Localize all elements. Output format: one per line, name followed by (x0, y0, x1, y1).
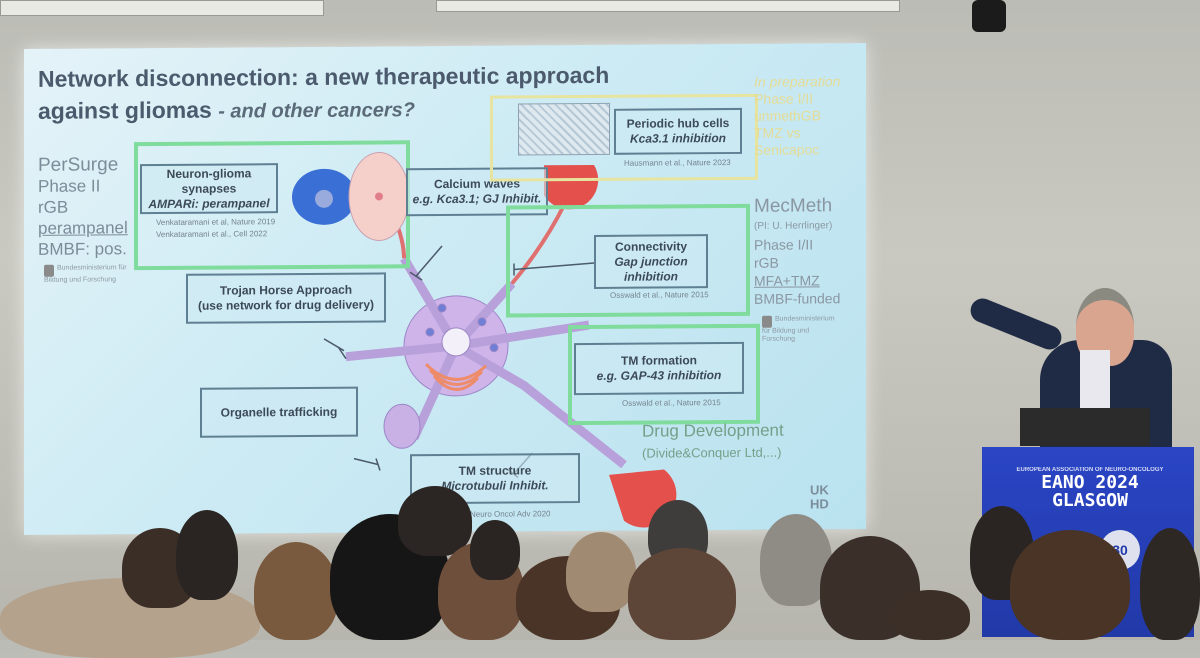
vesicle-4 (489, 343, 499, 353)
periodic-sub: Kca3.1 inhibition (629, 131, 726, 146)
vesicle-1 (425, 327, 435, 337)
hub-cell-thumbnail (518, 102, 610, 156)
audience-head (470, 520, 520, 580)
ministry-logo-right: Bundesministerium für Bildung und Forsch… (762, 315, 835, 343)
synapse-sub: AMPARi: perampanel (148, 195, 270, 211)
mecmeth-rgb: rGB (754, 254, 779, 271)
audience-head (398, 486, 472, 556)
organelle-title: Organelle trafficking (220, 404, 338, 420)
tumor-microtubes (345, 255, 627, 469)
red-process-top (510, 204, 566, 285)
laptop (1020, 408, 1150, 446)
audience-head (1140, 528, 1200, 640)
organelle-cluster (383, 403, 421, 449)
periodic-title: Periodic hub cells (626, 116, 730, 131)
tm-formation-box: TM formation e.g. GAP-43 inhibition (574, 341, 744, 396)
cite-venk-2019: Venkataramani et al, Nature 2019 (156, 217, 276, 228)
receptor-dot (375, 192, 383, 201)
cite-osswald-1: Osswald et al., Nature 2015 (610, 290, 709, 300)
arrow-trojan (323, 338, 347, 360)
trojan-title: Trojan Horse Approach (219, 282, 353, 298)
ukhd-logo: UK HD (810, 482, 829, 512)
nucleus (441, 327, 471, 357)
audience-head (890, 590, 970, 640)
trojan-sub: (use network for drug delivery) (197, 297, 375, 313)
mecmeth-funding: BMBF-funded (754, 290, 841, 307)
ceiling-light-left (0, 0, 324, 16)
speaker-arm (966, 294, 1066, 354)
vesicle-2 (477, 317, 487, 327)
synapse-box: Neuron-glioma synapses AMPARi: perampane… (140, 163, 278, 215)
in-prep-population: unmethGB (754, 107, 821, 124)
ceiling-camera (972, 0, 1006, 32)
audience-head (176, 510, 238, 600)
tm-formation-title: TM formation (621, 353, 697, 368)
connectivity-sub: Gap junction inhibition (614, 253, 688, 284)
mecmeth-title: MecMeth (754, 195, 833, 217)
neuron-glioma-illustration (292, 151, 410, 241)
podium-line-2: GLASGOW (1052, 490, 1128, 511)
cite-neurooncol: Neuro Oncol Adv 2020 (470, 509, 551, 519)
arrow-calcium (409, 245, 443, 281)
drug-development: Drug Development (Divide&Conquer Ltd,...… (642, 420, 784, 465)
red-receptor-top (544, 164, 599, 210)
audience-head (566, 532, 636, 612)
organelle-box: Organelle trafficking (200, 386, 358, 438)
cite-venk-2022: Venkataramani et al., Cell 2022 (156, 229, 268, 240)
terminal-vesicle (315, 189, 333, 208)
neuron-network-diagram (292, 151, 677, 528)
mitochondria-3 (432, 375, 480, 391)
in-prep-label: In preparation (754, 73, 841, 90)
projected-slide: Network disconnection: a new therapeutic… (24, 43, 866, 535)
podium-small-text: EUROPEAN ASSOCIATION OF NEURO-ONCOLOGY (1016, 467, 1164, 473)
tm-structure-title: TM structure (458, 463, 532, 478)
in-prep-drug: Senicapoc (754, 141, 820, 158)
speaker-shirt (1080, 350, 1110, 410)
mecmeth-trial: MecMeth (PI: U. Herrlinger) Phase I/II r… (754, 195, 840, 308)
mecmeth-pi: (PI: U. Herrlinger) (754, 220, 833, 232)
ceiling-light-center (436, 0, 900, 12)
periodic-hub-box: Periodic hub cells Kca3.1 inhibition (614, 107, 742, 155)
drug-dev-company: (Divide&Conquer Ltd,...) (642, 444, 782, 461)
mecmeth-phase: Phase I/II (754, 236, 814, 253)
in-preparation-trial: In preparation Phase I/II unmethGB TMZ v… (754, 73, 840, 159)
trojan-horse-box: Trojan Horse Approach (use network for d… (186, 272, 386, 324)
tm-formation-sub: e.g. GAP-43 inhibition (596, 368, 722, 383)
connectivity-box: Connectivity Gap junction inhibition (594, 234, 708, 289)
mecmeth-drug: MFA+TMZ (754, 272, 820, 289)
vesicle-3 (437, 303, 447, 313)
central-glioma-cell (345, 255, 627, 469)
arrow-connectivity (513, 262, 595, 276)
audience-head (628, 548, 736, 640)
synapse-title: Neuron-glioma synapses (166, 165, 252, 196)
arrow-organelle (353, 457, 381, 471)
audience-head (254, 542, 338, 640)
podium-line-1: EANO 2024 (1041, 472, 1139, 493)
drug-dev-title: Drug Development (642, 420, 784, 441)
mitochondria-2 (428, 369, 484, 386)
in-prep-arm: TMZ vs (754, 124, 801, 141)
cite-osswald-2: Osswald et al., Nature 2015 (622, 398, 721, 408)
connectivity-title: Connectivity (614, 238, 687, 254)
cite-hausmann: Hausmann et al., Nature 2023 (624, 158, 731, 168)
in-prep-phase: Phase I/II (754, 90, 814, 107)
podium-signage: EUROPEAN ASSOCIATION OF NEURO-ONCOLOGY E… (1000, 466, 1180, 510)
audience-head (1010, 530, 1130, 640)
mitochondria-1 (424, 363, 488, 381)
eagle-icon-2 (762, 315, 772, 328)
